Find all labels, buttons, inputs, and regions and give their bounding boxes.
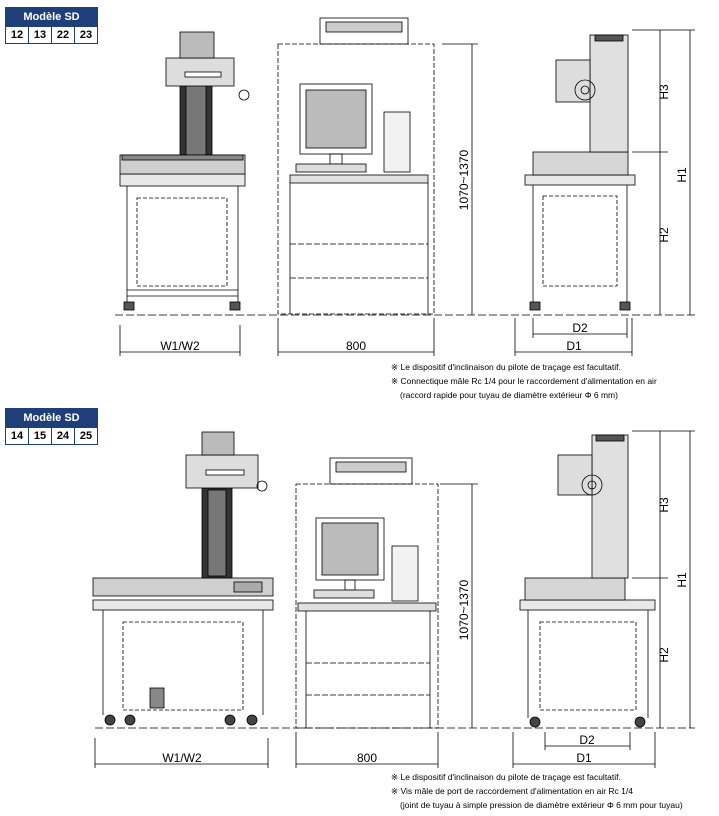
dim-label-d1: D1 bbox=[566, 339, 582, 353]
note-line: ※ Vis mâle de port de raccordement d'ali… bbox=[391, 786, 633, 796]
dim-label-height: 1070~1370 bbox=[457, 149, 471, 210]
console-view-2 bbox=[295, 457, 439, 729]
console-view-1 bbox=[277, 17, 435, 315]
dim-label-d2: D2 bbox=[579, 733, 595, 747]
note-line: ※ Le dispositif d'inclinaison du pilote … bbox=[391, 772, 621, 782]
dim-label-h3: H3 bbox=[657, 84, 671, 100]
dim-label-w: W1/W2 bbox=[162, 751, 202, 765]
dim-label-w: W1/W2 bbox=[160, 339, 200, 353]
model-table-title: Modèle SD bbox=[5, 7, 98, 27]
note-line: ※ Le dispositif d'inclinaison du pilote … bbox=[391, 362, 621, 372]
dim-label-d1: D1 bbox=[576, 751, 592, 765]
dim-label-h1: H1 bbox=[675, 167, 689, 183]
model-table-2: Modèle SD 14 15 24 25 bbox=[5, 408, 98, 445]
dim-label-height: 1070~1370 bbox=[457, 579, 471, 640]
side-view-2 bbox=[519, 434, 656, 728]
model-table-1: Modèle SD 12 13 22 23 bbox=[5, 7, 98, 44]
note-line: (raccord rapide pour tuyau de diamètre e… bbox=[400, 390, 618, 400]
front-view-1 bbox=[119, 31, 250, 311]
note-line: ※ Connectique mâle Rc 1/4 pour le raccor… bbox=[391, 376, 657, 386]
dim-label-h3: H3 bbox=[657, 497, 671, 513]
dim-label-h2: H2 bbox=[657, 647, 671, 663]
dim-label-h2: H2 bbox=[657, 227, 671, 243]
model-number: 13 bbox=[28, 26, 52, 44]
dim-label-depth: 800 bbox=[346, 339, 366, 353]
model-number: 25 bbox=[74, 427, 98, 445]
model-table-title: Modèle SD bbox=[5, 408, 98, 428]
note-line: (joint de tuyau à simple pression de dia… bbox=[400, 800, 683, 810]
dim-label-h1: H1 bbox=[675, 572, 689, 588]
model-number: 12 bbox=[5, 26, 29, 44]
front-view-2 bbox=[92, 431, 274, 726]
dim-label-d2: D2 bbox=[572, 321, 588, 335]
model-number: 14 bbox=[5, 427, 29, 445]
model-number: 23 bbox=[74, 26, 98, 44]
side-view-1 bbox=[524, 34, 636, 311]
dim-label-depth: 800 bbox=[357, 751, 377, 765]
